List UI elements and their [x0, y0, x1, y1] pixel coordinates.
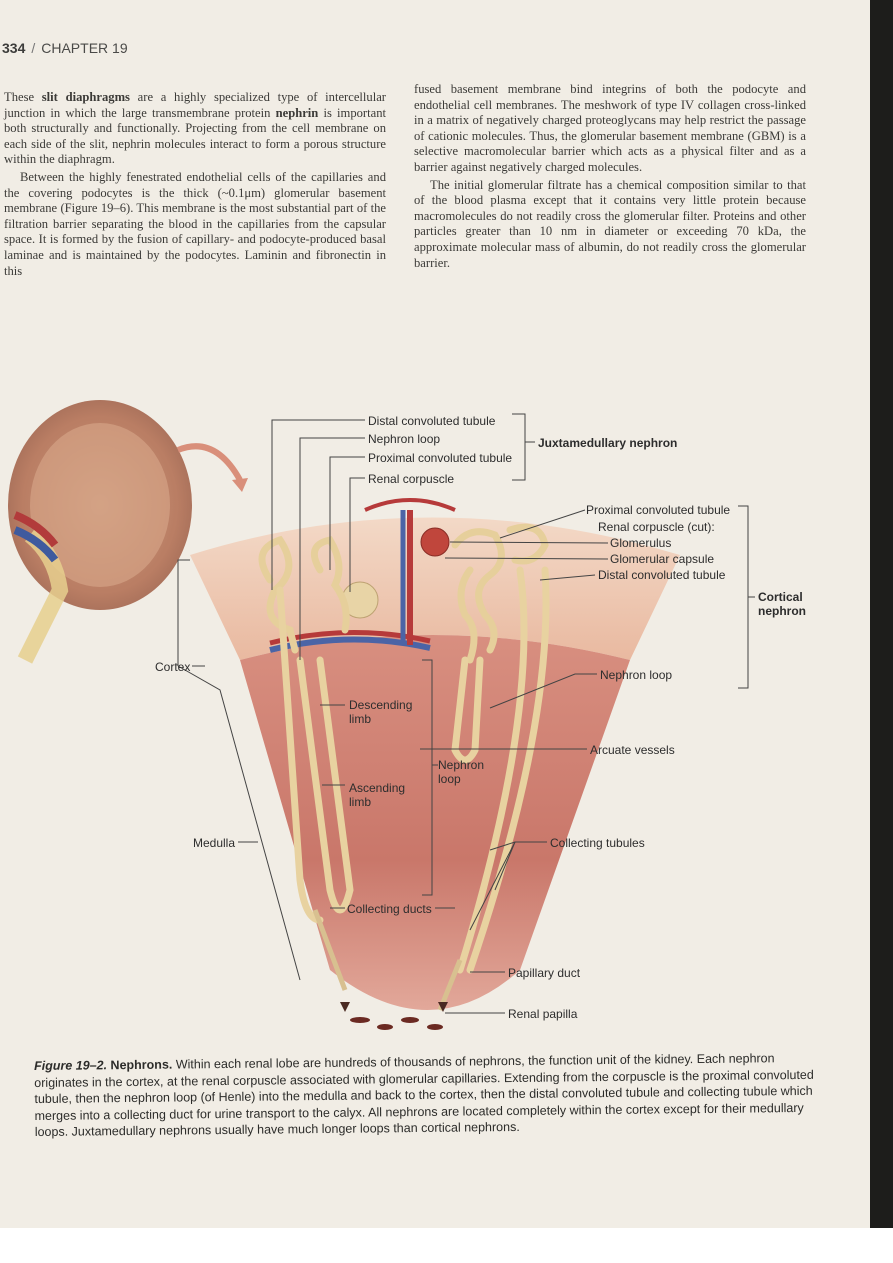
label-nephron-loop: Nephron loop: [368, 432, 441, 446]
pointer-arrowhead: [232, 478, 248, 492]
label-distal-convoluted-tubule-right: Distal convoluted tubule: [598, 568, 726, 582]
page-number: 334: [2, 40, 26, 56]
label-renal-papilla: Renal papilla: [508, 1007, 578, 1021]
figure-title: Nephrons.: [110, 1057, 173, 1073]
label-collecting-ducts: Collecting ducts: [347, 902, 432, 916]
figure-caption: Figure 19–2. Nephrons. Within each renal…: [34, 1050, 815, 1141]
label-proximal-convoluted-tubule: Proximal convoluted tubule: [368, 451, 513, 465]
label-proximal-convoluted-tubule-right: Proximal convoluted tubule: [586, 503, 731, 517]
paragraph: fused basement membrane bind integrins o…: [414, 82, 806, 174]
label-nephron-loop-right: Nephron loop: [600, 668, 673, 682]
term-nephrin: nephrin: [275, 105, 319, 120]
label-ascending: Ascending: [349, 781, 406, 795]
paragraph: Between the highly fenestrated endotheli…: [4, 169, 386, 278]
leader-lines: [177, 413, 755, 1014]
flow-arrows: [340, 1002, 448, 1012]
figure-number: Figure 19–2.: [34, 1058, 108, 1073]
pointer-arrow: [176, 443, 243, 482]
label-descending: Descending: [349, 698, 413, 712]
papilla-openings: [350, 1017, 443, 1030]
text-run: are a highly specialized type of interce…: [4, 90, 387, 120]
label-cortex: Cortex: [155, 660, 191, 674]
book-spine-edge: [870, 0, 893, 1228]
cortical-glomerulus: [420, 527, 450, 557]
nephron-illustration: [8, 400, 755, 1030]
label-nephron-loop-mid: Nephron: [438, 758, 485, 772]
label-distal-convoluted-tubule: Distal convoluted tubule: [368, 414, 496, 428]
label-glomerulus: Glomerulus: [610, 536, 672, 550]
text-run: is important both structurally and funct…: [4, 105, 387, 167]
text-column-left: These slit diaphragms are a highly speci…: [4, 90, 386, 281]
text-column-right: fused basement membrane bind integrins o…: [414, 82, 806, 273]
label-glomerular-capsule: Glomerular capsule: [610, 552, 715, 566]
header-separator: /: [31, 40, 36, 56]
chapter-title: CHAPTER 19: [41, 40, 128, 56]
convoluted-tubules: [258, 523, 549, 664]
label-medulla: Medulla: [193, 836, 236, 850]
label-nephron-loop-mid-2: loop: [438, 772, 461, 786]
afferent-arteriole: [364, 498, 456, 512]
page-header: 334 / CHAPTER 19: [2, 40, 128, 56]
label-nephron: nephron: [758, 604, 806, 618]
label-cortical: Cortical: [758, 590, 803, 604]
label-collecting-tubules: Collecting tubules: [550, 836, 645, 850]
nephron-loops: [276, 566, 550, 974]
label-descending-limb: limb: [349, 712, 372, 726]
paragraph: The initial glomerular filtrate has a ch…: [414, 177, 806, 270]
paragraph: These slit diaphragms are a highly speci…: [4, 90, 386, 168]
label-renal-corpuscle-cut: Renal corpuscle (cut):: [598, 520, 715, 534]
label-ascending-limb: limb: [349, 795, 372, 809]
kidney-thumbnail: [8, 400, 192, 664]
text-run: These: [4, 90, 42, 104]
nephron-figure: Distal convoluted tubule Nephron loop Pr…: [0, 330, 870, 1050]
term-slit-diaphragms: slit diaphragms: [41, 90, 130, 104]
label-renal-corpuscle: Renal corpuscle: [368, 472, 455, 486]
book-page: 334 / CHAPTER 19 These slit diaphragms are…: [0, 0, 870, 1228]
label-juxtamedullary-nephron: Juxtamedullary nephron: [538, 436, 678, 450]
label-papillary-duct: Papillary duct: [508, 966, 581, 980]
label-arcuate-vessels: Arcuate vessels: [590, 743, 675, 757]
